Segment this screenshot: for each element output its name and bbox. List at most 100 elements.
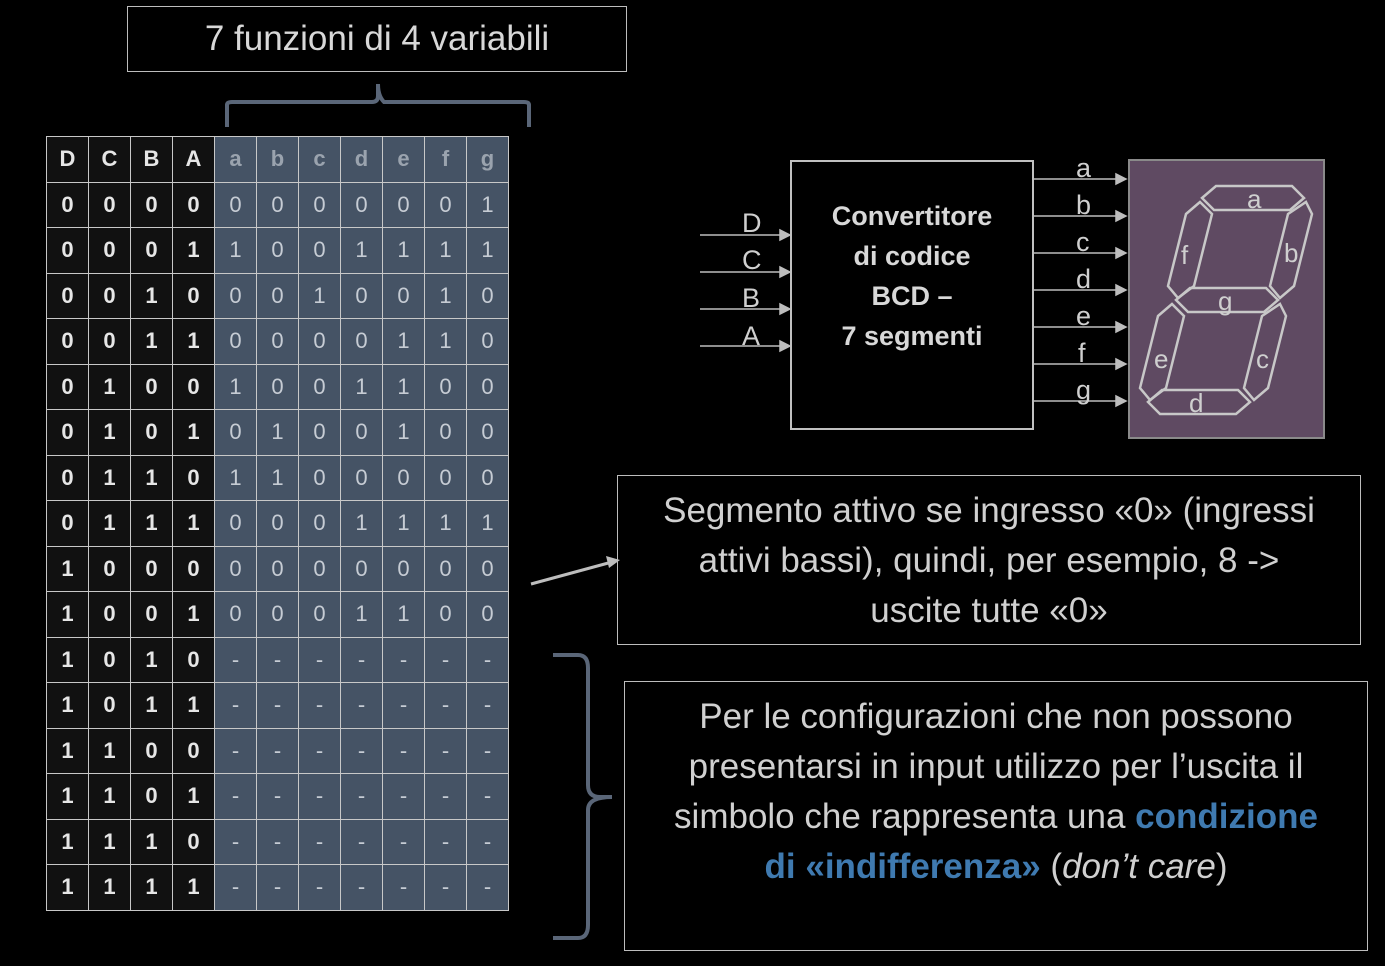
input-cell: 1: [88, 363, 131, 410]
header-cell-output: b: [256, 136, 299, 183]
input-cell: 0: [46, 272, 89, 319]
input-cell: 0: [172, 454, 215, 501]
output-cell: 1: [382, 500, 425, 547]
input-cell: 1: [46, 864, 89, 911]
input-cell: 1: [88, 500, 131, 547]
output-cell: -: [214, 773, 257, 820]
input-cell: 1: [130, 500, 173, 547]
output-label-d: d: [1076, 264, 1092, 294]
output-cell: 0: [214, 181, 257, 228]
dont-care-brace: [553, 653, 613, 940]
output-cell: -: [214, 636, 257, 683]
output-wires: [1034, 172, 1128, 408]
output-cell: 0: [340, 409, 383, 456]
note2-highlight-2: di «indifferenza»: [764, 847, 1041, 886]
segment-label-c: c: [1256, 344, 1269, 374]
output-cell: -: [382, 636, 425, 683]
input-cell: 0: [88, 318, 131, 365]
output-cell: 1: [466, 500, 509, 547]
output-cell: -: [298, 818, 341, 865]
input-cell: 1: [172, 500, 215, 547]
output-cell: -: [340, 864, 383, 911]
note2-paren-open: (: [1040, 847, 1063, 886]
input-cell: 1: [172, 682, 215, 729]
output-cell: -: [256, 636, 299, 683]
output-cell: 0: [424, 409, 467, 456]
output-cell: -: [214, 864, 257, 911]
output-cell: -: [424, 864, 467, 911]
output-cell: 0: [340, 454, 383, 501]
input-cell: 0: [130, 591, 173, 638]
output-cell: 1: [382, 363, 425, 410]
output-cell: 1: [340, 591, 383, 638]
segment-label-e: e: [1154, 344, 1169, 374]
segment-a-shape: [1200, 184, 1306, 212]
output-cell: 0: [298, 181, 341, 228]
output-cell: -: [382, 818, 425, 865]
output-cell: -: [340, 773, 383, 820]
input-label-b: B: [742, 283, 761, 313]
output-cell: -: [466, 818, 509, 865]
dont-care-note: Per le configurazioni che non possono pr…: [624, 681, 1368, 951]
output-cell: -: [340, 818, 383, 865]
converter-line-2: di codice: [853, 241, 971, 271]
header-cell-output: a: [214, 136, 257, 183]
header-cell-input: A: [172, 136, 215, 183]
top-brace: [225, 83, 531, 127]
output-cell: -: [424, 636, 467, 683]
converter-block: [790, 160, 1034, 430]
header-cell-output: d: [340, 136, 383, 183]
output-cell: 0: [256, 181, 299, 228]
title-text: 7 funzioni di 4 variabili: [204, 19, 550, 58]
output-cell: 0: [466, 545, 509, 592]
output-cell: -: [424, 682, 467, 729]
input-wires: [700, 228, 792, 353]
header-cell-input: B: [130, 136, 173, 183]
output-cell: 0: [340, 181, 383, 228]
converter-line-3: BCD –: [871, 281, 953, 311]
output-cell: 1: [214, 363, 257, 410]
output-cell: 0: [298, 409, 341, 456]
output-cell: 0: [466, 318, 509, 365]
output-cell: 1: [382, 227, 425, 274]
note2-paren-close: ): [1215, 847, 1228, 886]
output-cell: -: [424, 818, 467, 865]
converter-line-1: Convertitore: [831, 201, 993, 231]
output-cell: 0: [424, 545, 467, 592]
note-arrow-head: [606, 556, 620, 568]
input-cell: 1: [172, 227, 215, 274]
output-cell: -: [382, 773, 425, 820]
output-cell: 1: [382, 409, 425, 456]
header-cell-input: C: [88, 136, 131, 183]
input-cell: 1: [172, 318, 215, 365]
note1-line-2: attivi bassi), quindi, per esempio, 8 ->: [698, 541, 1280, 580]
output-cell: 0: [298, 591, 341, 638]
output-cell: 0: [214, 272, 257, 319]
output-cell: 1: [340, 227, 383, 274]
input-cell: 1: [46, 727, 89, 774]
input-cell: 0: [172, 727, 215, 774]
output-cell: -: [466, 682, 509, 729]
output-cell: 0: [466, 409, 509, 456]
output-cell: 1: [424, 272, 467, 319]
input-cell: 0: [46, 454, 89, 501]
segment-label-f: f: [1181, 240, 1189, 270]
output-cell: -: [298, 682, 341, 729]
output-cell: -: [340, 636, 383, 683]
input-label-c: C: [742, 245, 762, 275]
output-cell: 1: [214, 227, 257, 274]
input-cell: 1: [46, 591, 89, 638]
output-cell: -: [466, 727, 509, 774]
output-cell: -: [466, 773, 509, 820]
input-cell: 0: [46, 500, 89, 547]
converter-line-4: 7 segmenti: [841, 321, 983, 351]
output-cell: 0: [382, 454, 425, 501]
segment-d-shape: [1146, 388, 1252, 416]
input-cell: 1: [130, 864, 173, 911]
input-label-a: A: [742, 321, 761, 351]
input-cell: 0: [88, 591, 131, 638]
input-cell: 0: [88, 272, 131, 319]
